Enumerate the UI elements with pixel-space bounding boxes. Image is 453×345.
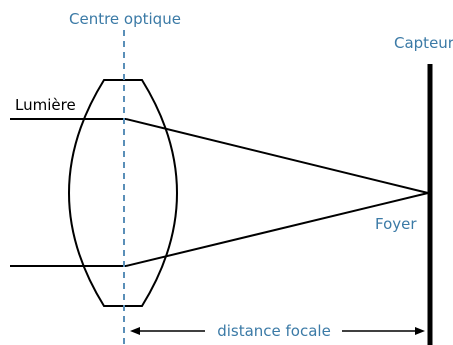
focal-distance-label: distance focale	[217, 322, 331, 340]
sensor-label: Capteur	[394, 34, 453, 52]
focus-label: Foyer	[375, 215, 417, 233]
focal-arrow-right-head	[415, 327, 425, 335]
light-label: Lumière	[15, 96, 76, 114]
optical-center-label: Centre optique	[69, 10, 181, 28]
converging-ray-bottom	[125, 192, 429, 267]
focal-arrow-left-head	[130, 327, 140, 335]
lens-shape	[68, 79, 178, 307]
converging-ray-top	[125, 118, 429, 194]
